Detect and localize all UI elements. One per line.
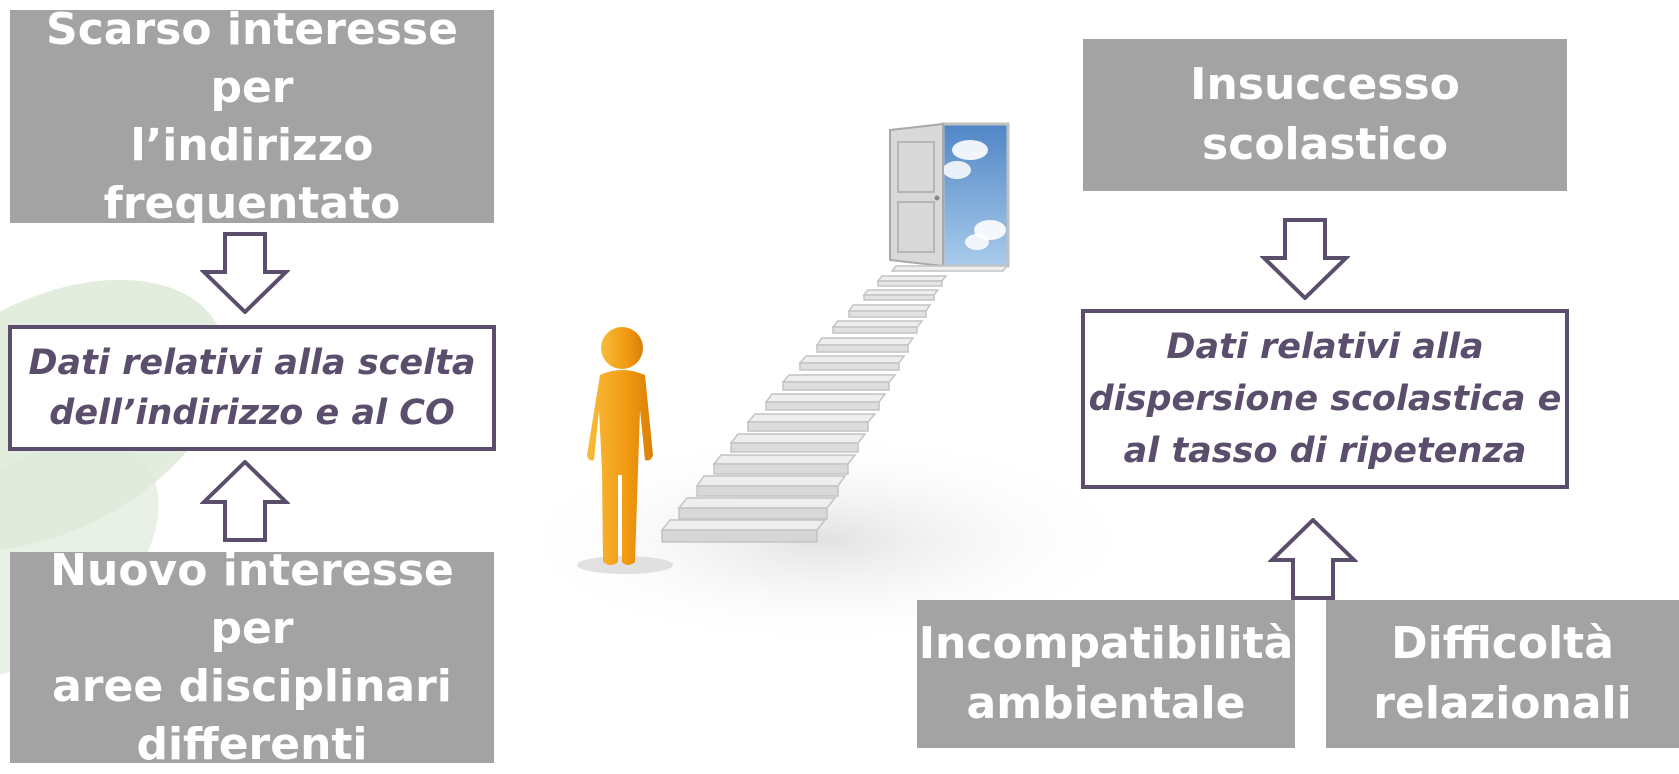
new-interest-text: Nuovo interesse per aree disciplinari di…: [50, 544, 454, 770]
dropout-data-text: Dati relativi alla dispersione scolastic…: [1088, 327, 1562, 471]
scarce-interest-box: Scarso interesse per l’indirizzo frequen…: [10, 4, 494, 229]
down-arrow-icon: [200, 232, 290, 314]
school-failure-box: Insuccesso scolastico: [1083, 39, 1567, 191]
up-arrow-icon: [200, 460, 290, 542]
scarce-interest-text: Scarso interesse per l’indirizzo frequen…: [46, 3, 458, 229]
dropout-data-box: Dati relativi alla dispersione scolastic…: [1081, 309, 1569, 489]
choice-data-box: Dati relativi alla scelta dell’indirizzo…: [8, 325, 496, 451]
new-interest-box: Nuovo interesse per aree disciplinari di…: [10, 545, 494, 770]
environmental-incompatibility-text: Incompatibilità ambientale: [918, 618, 1294, 729]
choice-data-text: Dati relativi alla scelta dell’indirizzo…: [28, 343, 476, 433]
staircase-icon: [660, 265, 1009, 543]
staircase-illustration: [505, 122, 1145, 650]
relational-difficulties-box: Difficoltà relazionali: [1326, 600, 1679, 748]
open-door-icon: [889, 122, 1010, 268]
down-arrow-icon: [1260, 218, 1350, 300]
person-icon: [577, 327, 673, 574]
relational-difficulties-text: Difficoltà relazionali: [1373, 618, 1632, 729]
up-arrow-icon: [1268, 518, 1358, 600]
environmental-incompatibility-box: Incompatibilità ambientale: [917, 600, 1295, 748]
school-failure-text: Insuccesso scolastico: [1190, 59, 1460, 170]
